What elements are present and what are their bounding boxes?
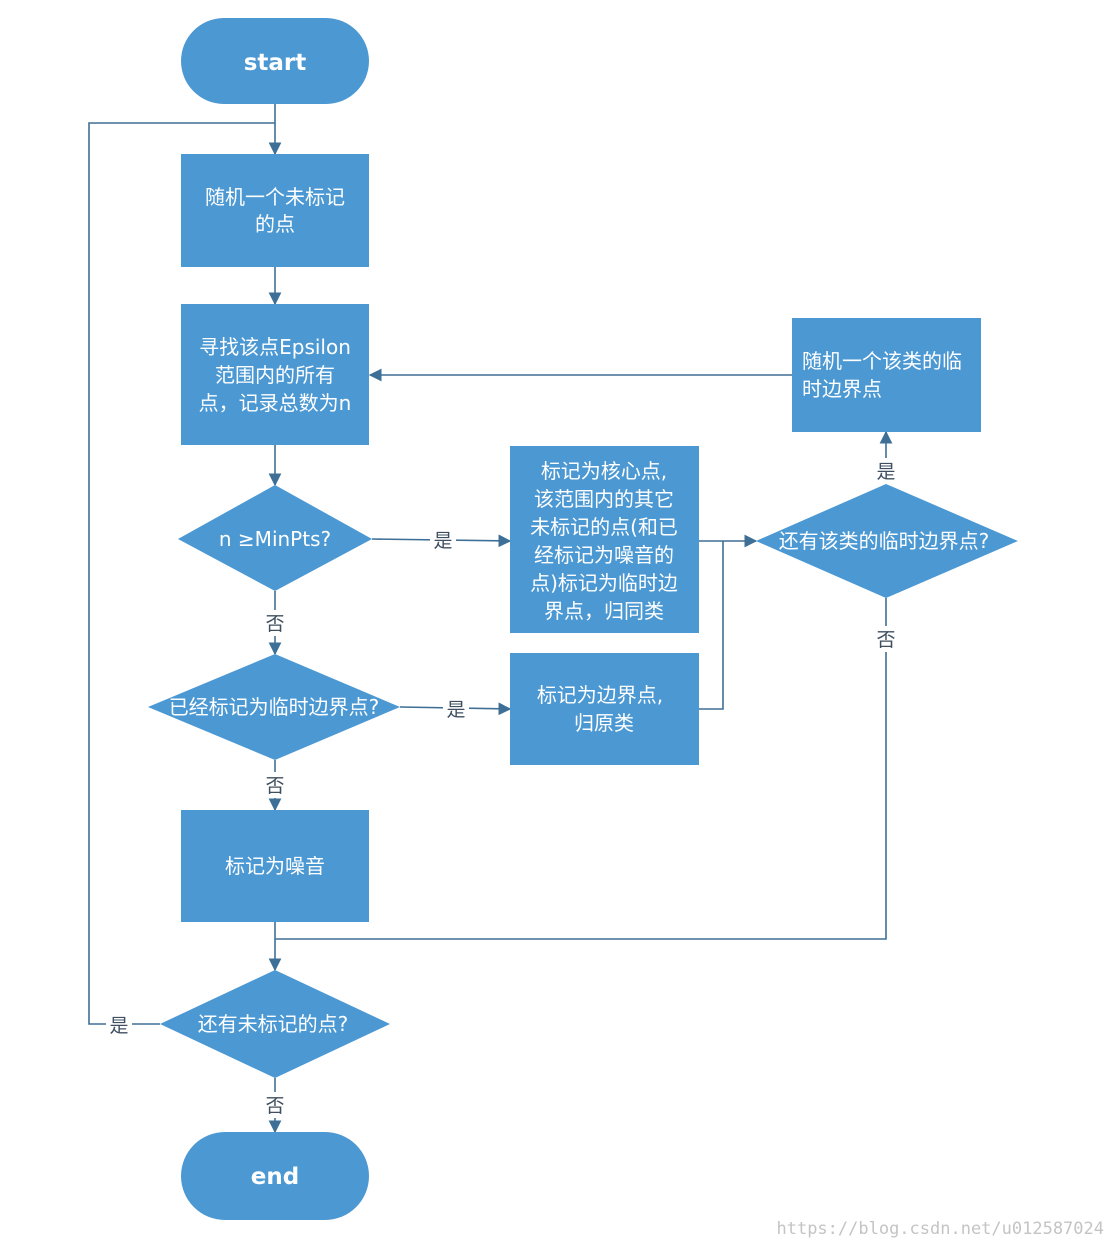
find-neighbors-node: 寻找该点Epsilon 范围内的所有 点，记录总数为n — [181, 304, 369, 445]
mark-core-line-5: 点)标记为临时边 — [530, 571, 678, 595]
mark-core-line-1: 标记为核心点, — [541, 459, 667, 483]
has-unmarked-decision: 还有未标记的点? — [160, 970, 390, 1078]
mark-core-line-4: 经标记为噪音的 — [534, 543, 674, 567]
mark-noise-label: 标记为噪音 — [225, 854, 325, 878]
pick-temp-border-line-2: 时边界点 — [802, 377, 882, 401]
mark-border-line-1: 标记为边界点, — [537, 683, 663, 707]
pick-temp-border-node: 随机一个该类的临 时边界点 — [792, 318, 981, 432]
edge-labels: 是 否 是 否 是 否 是 否 — [106, 458, 899, 1118]
mark-core-line-2: 该范围内的其它 — [534, 487, 674, 511]
start-node: start — [181, 18, 369, 104]
end-label: end — [251, 1164, 299, 1190]
mark-noise-node: 标记为噪音 — [181, 810, 369, 922]
has-temp-border-decision: 还有该类的临时边界点? — [756, 484, 1018, 598]
mark-core-line-3: 未标记的点(和已 — [530, 515, 678, 539]
border-check-label: 已经标记为临时边界点? — [169, 695, 380, 719]
pick-random-point-node: 随机一个未标记 的点 — [181, 154, 369, 267]
pick-temp-border-line-1: 随机一个该类的临 — [802, 349, 962, 373]
find-neighbors-line-1: 寻找该点Epsilon — [199, 335, 351, 359]
start-label: start — [244, 50, 307, 76]
find-neighbors-line-2: 范围内的所有 — [215, 363, 335, 387]
label-temp-no: 否 — [876, 629, 895, 651]
edge-border-to-temp — [699, 541, 724, 710]
label-core-yes: 是 — [433, 530, 452, 552]
core-check-label: n ≥MinPts? — [219, 527, 331, 551]
has-temp-border-label: 还有该类的临时边界点? — [779, 529, 990, 553]
label-unmarked-yes: 是 — [109, 1015, 128, 1037]
watermark-text: https://blog.csdn.net/u012587024 — [776, 1219, 1104, 1239]
mark-core-node: 标记为核心点, 该范围内的其它 未标记的点(和已 经标记为噪音的 点)标记为临时… — [510, 446, 699, 633]
end-node: end — [181, 1132, 369, 1220]
find-neighbors-line-3: 点，记录总数为n — [199, 391, 352, 415]
pick-random-line-1: 随机一个未标记 — [205, 185, 345, 209]
edge-temp-no — [275, 598, 887, 940]
mark-border-node: 标记为边界点, 归原类 — [510, 653, 699, 765]
label-temp-yes: 是 — [876, 461, 895, 483]
mark-core-line-6: 界点，归同类 — [544, 599, 664, 623]
label-unmarked-no: 否 — [265, 1095, 284, 1117]
label-core-no: 否 — [265, 613, 284, 635]
mark-border-line-2: 归原类 — [574, 711, 634, 735]
pick-random-line-2: 的点 — [255, 212, 295, 236]
core-check-decision: n ≥MinPts? — [178, 485, 372, 591]
border-check-decision: 已经标记为临时边界点? — [148, 654, 400, 760]
has-unmarked-label: 还有未标记的点? — [198, 1012, 349, 1036]
label-border-no: 否 — [265, 775, 284, 797]
label-border-yes: 是 — [446, 699, 465, 721]
